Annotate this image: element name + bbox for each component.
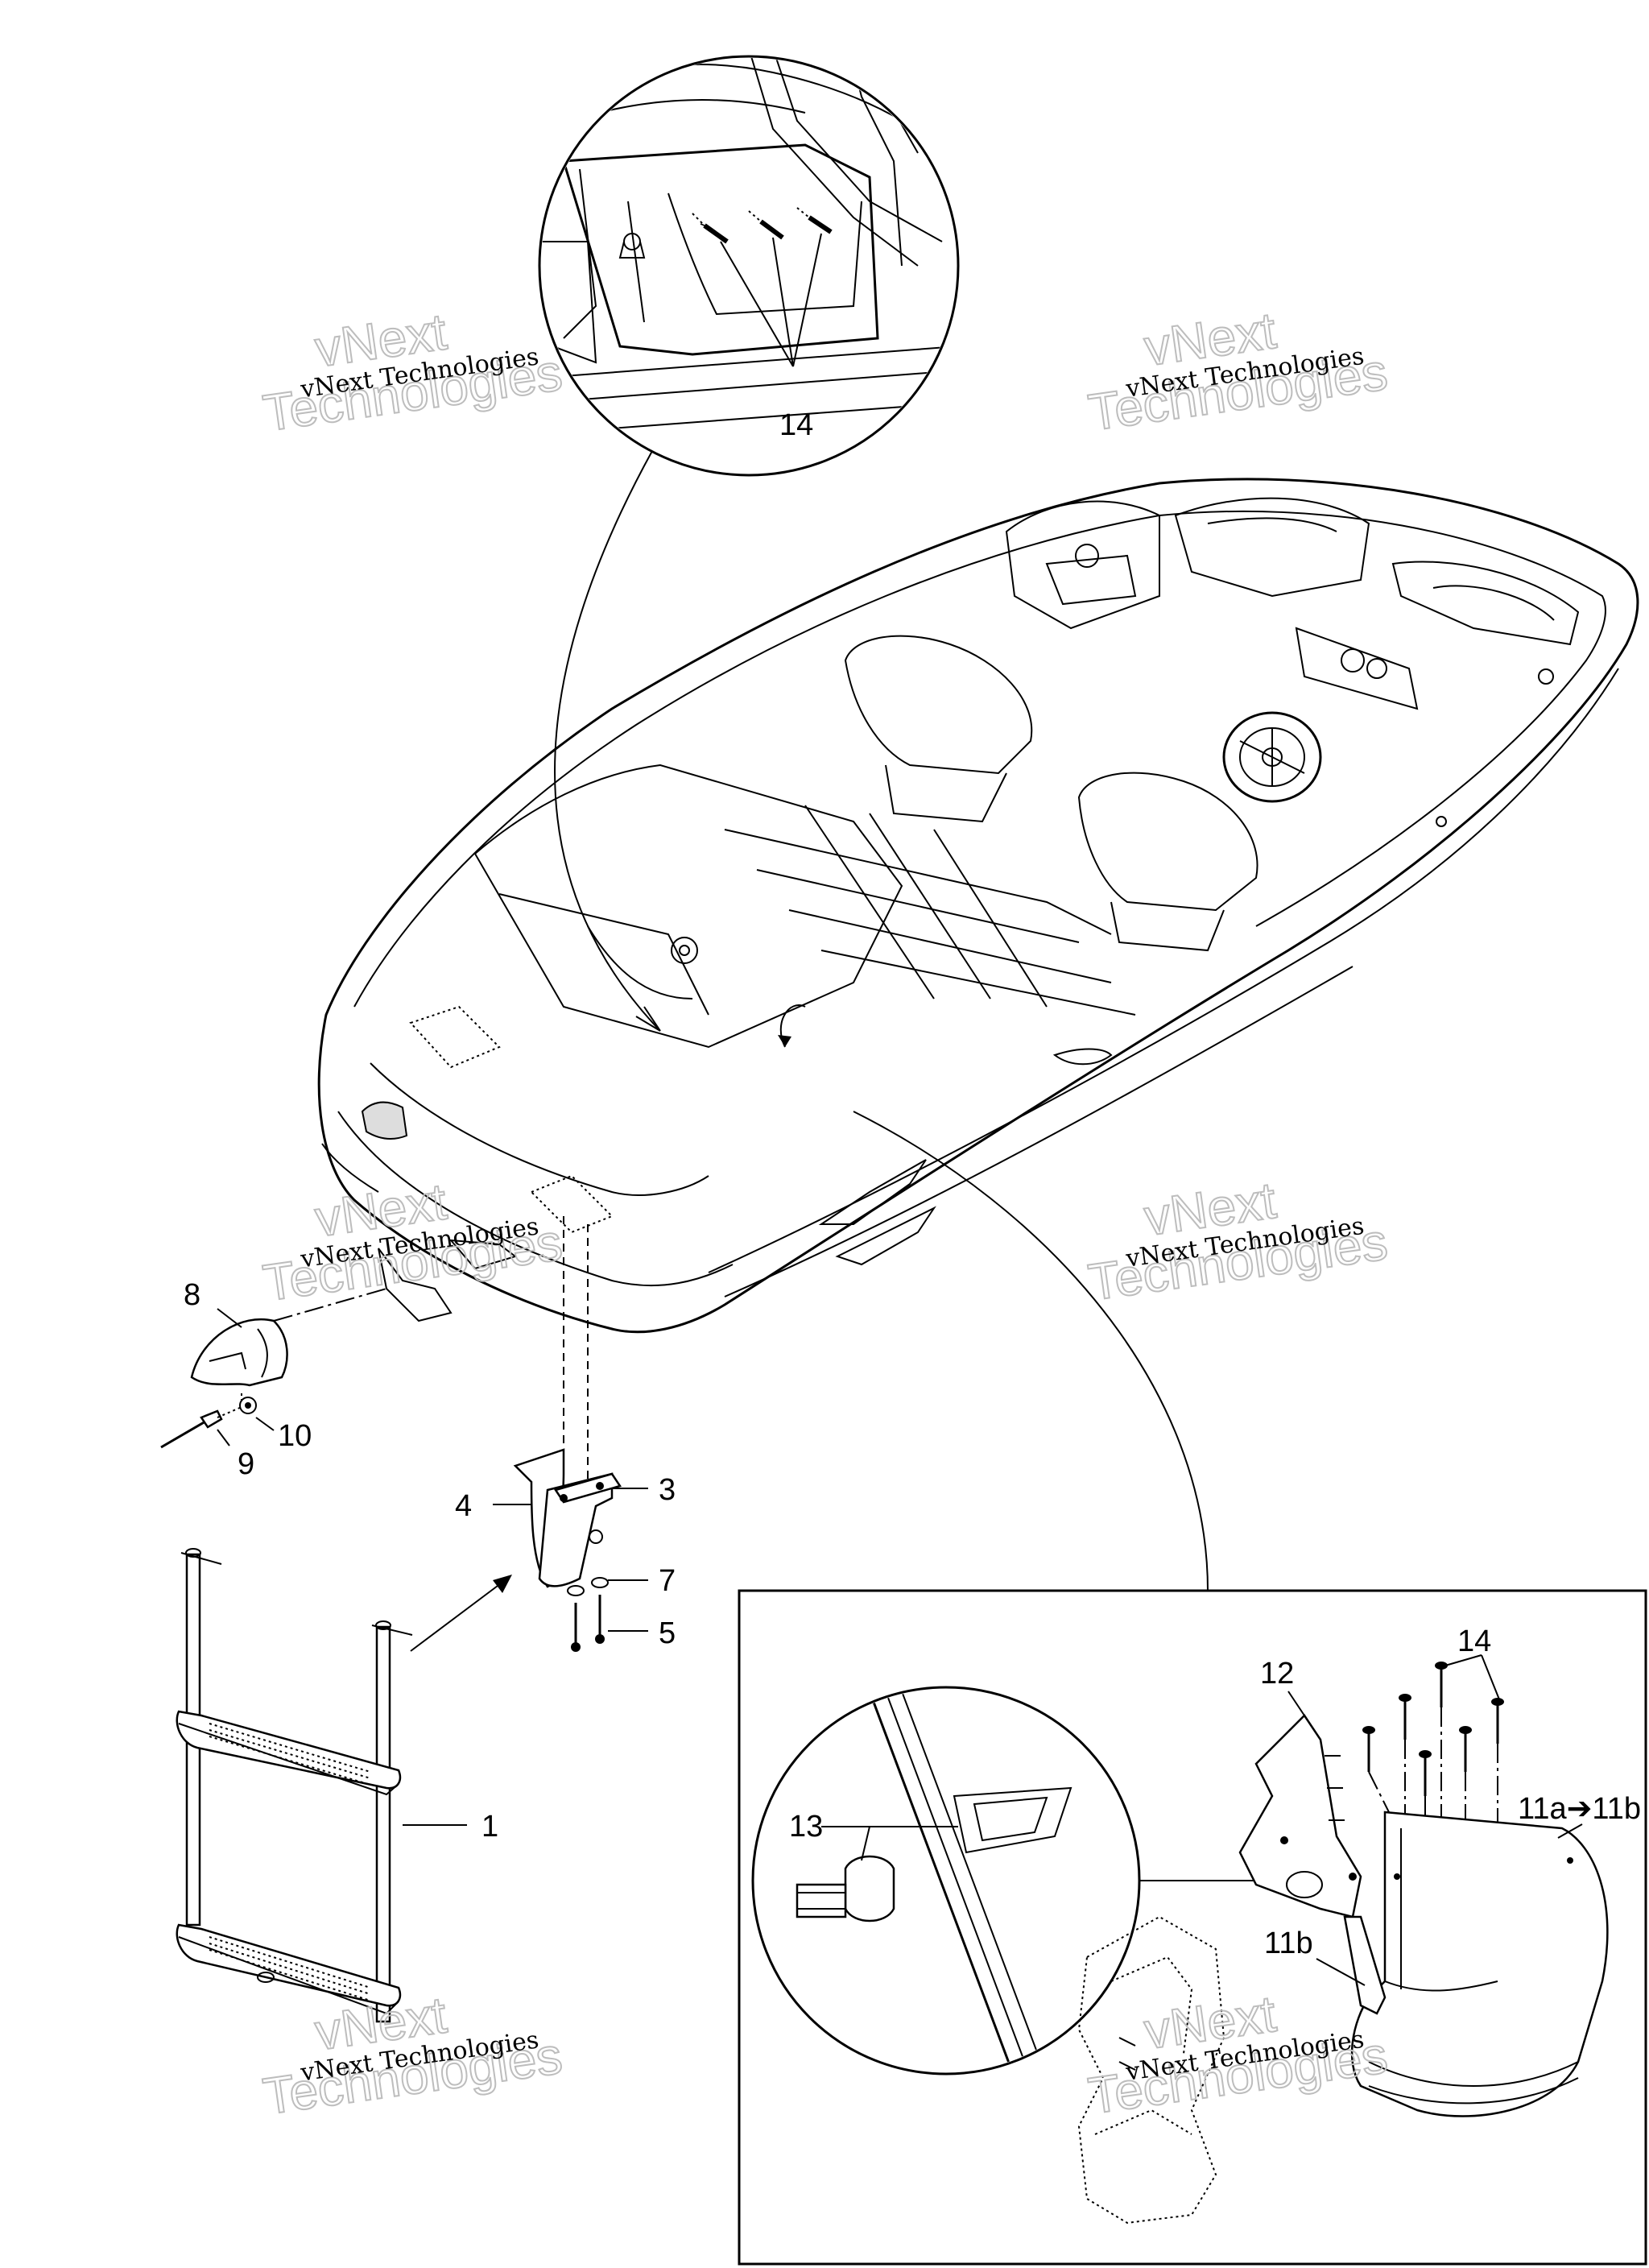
steering-wheel-icon (1222, 711, 1322, 803)
callout-9: 9 (238, 1447, 254, 1481)
callout-13: 13 (789, 1810, 823, 1844)
watermark: vNext Technologies vNext Technologies (258, 1984, 566, 2126)
part-1-ladder (176, 1548, 413, 2023)
screw-icon (160, 1406, 242, 1449)
callout-7: 7 (659, 1564, 676, 1598)
watermark: vNext Technologies vNext Technologies (258, 301, 566, 443)
washer-icon (239, 1397, 257, 1414)
detail-inset-box: 13 12 14 (738, 1589, 1647, 2266)
leader-curve-inset (853, 1111, 1209, 1591)
callout-11b: 11b (1264, 1927, 1313, 1960)
callout-4: 4 (455, 1489, 472, 1523)
part-8-cover (190, 1318, 288, 1387)
watermark: vNext Technologies vNext Technologies (1084, 300, 1391, 443)
part-12-bracket (1238, 1714, 1362, 1918)
watermark: vNext Technologies vNext Technologies (1084, 1170, 1391, 1313)
arrow-ladder-to-bracket (410, 1578, 508, 1652)
callout-12: 12 (1260, 1657, 1294, 1691)
washer-icon (567, 1577, 609, 1596)
detail-circle-top: 14 (538, 55, 960, 477)
callout-5: 5 (659, 1616, 676, 1650)
watermark: vNext Technologies vNext Technologies (258, 1171, 566, 1313)
callout-10: 10 (278, 1419, 312, 1453)
callout-11a: 11a➔11b (1518, 1792, 1641, 1826)
bolt-icon (571, 1595, 605, 1652)
part-11a-storage-bin (1350, 1811, 1609, 2117)
bolt-icon (1362, 1662, 1504, 1796)
callout-3: 3 (659, 1473, 676, 1507)
part-11b-flap (1343, 1915, 1387, 2015)
callout-14-inset: 14 (1457, 1624, 1491, 1658)
part-3-4-bracket (513, 1448, 622, 1588)
callout-8: 8 (184, 1278, 200, 1312)
boat-hull (317, 478, 1639, 1482)
callout-1: 1 (481, 1810, 498, 1844)
leader-curve-top (554, 450, 661, 1032)
screw-icon (692, 207, 833, 244)
callout-14-top: 14 (779, 408, 813, 442)
